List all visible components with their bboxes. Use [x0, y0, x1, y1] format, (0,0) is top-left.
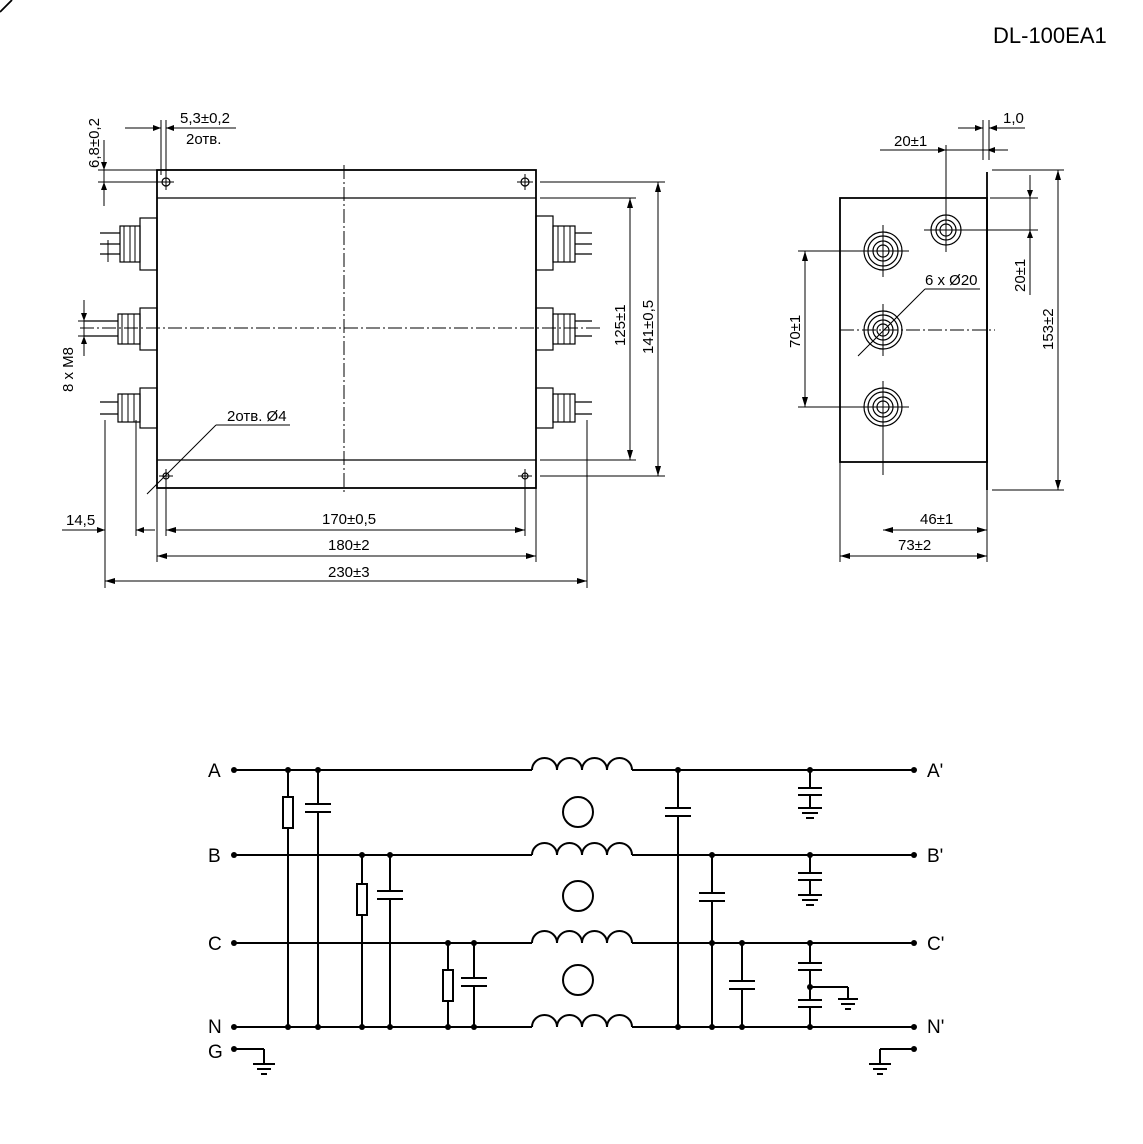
ground-input	[234, 1048, 275, 1075]
terminal-right-2	[535, 307, 592, 351]
dim-left-offset-label: 14,5	[66, 512, 95, 529]
dim-studs: 6 x Ø20	[857, 272, 980, 357]
dim-70: 70±1	[787, 250, 880, 408]
dim-180-label: 180±2	[328, 537, 370, 554]
dim-46: 46±1	[883, 490, 988, 562]
dim-terminals: 8 x M8	[60, 300, 100, 392]
dim-153-label: 153±2	[1040, 308, 1057, 350]
terminals-right	[535, 215, 592, 429]
dim-230: 230±3	[105, 420, 588, 588]
dim-180: 180±2	[156, 488, 537, 562]
choke-winding-a	[531, 757, 633, 771]
dim-125-label: 125±1	[612, 304, 629, 346]
side-view: 20±1 1,0 20±1 6 x Ø20	[787, 110, 1064, 562]
dim-studs-label: 6 x Ø20	[925, 272, 978, 289]
dim-125: 125±1	[540, 197, 636, 461]
dim-170: 170±0,5	[165, 480, 526, 536]
terminal-left-3	[100, 387, 158, 429]
input-b-label: B	[208, 846, 221, 867]
ground-output	[869, 1048, 914, 1075]
input-g-label: G	[208, 1042, 223, 1063]
dim-230-label: 230±3	[328, 564, 370, 581]
dim-73: 73±2	[839, 462, 987, 562]
mounting-hole-top-right	[517, 174, 533, 190]
dim-1-0: 1,0	[958, 110, 1025, 160]
input-c-label: C	[208, 934, 222, 955]
input-a-label: A	[208, 761, 221, 782]
dim-1-0-label: 1,0	[1003, 110, 1024, 127]
resistor-c	[442, 969, 454, 1002]
choke-winding-b	[531, 842, 633, 856]
stud-upper-right	[924, 145, 1038, 252]
input-rc-c	[442, 940, 487, 1030]
dim-20-top: 20±1	[880, 133, 1008, 153]
output-x-caps	[665, 767, 755, 1030]
corner-mark	[0, 0, 13, 13]
y-cap-c-n	[798, 940, 858, 1030]
output-b-label: B'	[927, 846, 943, 867]
dim-hole-offset: 6,8±0,2	[86, 118, 162, 206]
dim-46-label: 46±1	[920, 511, 953, 528]
stud-middle	[863, 304, 903, 356]
schematic: A B C N G A' B' C' N'	[208, 757, 944, 1075]
dim-hole-big-label: 2отв. Ø4	[227, 408, 287, 425]
output-n-label: N'	[927, 1017, 944, 1038]
input-rc-b	[356, 852, 403, 1030]
choke-core-1	[562, 796, 594, 828]
choke-core-2	[562, 880, 594, 912]
terminal-right-3	[535, 387, 592, 429]
y-cap-b	[798, 852, 822, 906]
dim-hole-big: 2отв. Ø4	[146, 408, 290, 495]
choke-winding-c	[531, 930, 633, 944]
dim-153: 153±2	[992, 169, 1064, 491]
dim-terminals-label: 8 x M8	[60, 347, 77, 392]
choke-core-3	[562, 964, 594, 996]
terminal-dots	[231, 767, 917, 1052]
dim-hole-small: 5,3±0,2 2отв.	[125, 110, 236, 175]
y-cap-a	[798, 767, 822, 819]
terminal-right-1	[535, 215, 592, 271]
dim-hole-offset-label: 6,8±0,2	[86, 118, 103, 168]
terminal-left-1	[100, 217, 158, 271]
output-c-label: C'	[927, 934, 944, 955]
terminals-left	[84, 217, 158, 429]
dim-170-label: 170±0,5	[322, 511, 376, 528]
dim-73-label: 73±2	[898, 537, 931, 554]
dim-20-right: 20±1	[990, 175, 1038, 295]
dim-20-top-label: 20±1	[894, 133, 927, 150]
stud-lower	[857, 381, 909, 475]
output-a-label: A'	[927, 761, 943, 782]
terminal-left-2	[84, 307, 158, 351]
resistor-a	[282, 796, 294, 829]
dim-20-right-label: 20±1	[1012, 259, 1029, 292]
dim-141: 141±0,5	[540, 181, 665, 477]
dim-left-offset: 14,5	[62, 420, 155, 588]
choke-winding-n	[531, 1014, 633, 1028]
front-view: 5,3±0,2 2отв. 6,8±0,2 8 x M8 2отв. Ø4	[60, 110, 665, 588]
dim-70-label: 70±1	[787, 315, 804, 348]
input-n-label: N	[208, 1017, 222, 1038]
dim-141-label: 141±0,5	[640, 300, 657, 354]
model-title: DL-100EA1	[993, 23, 1107, 48]
dim-hole-small-label: 5,3±0,2	[180, 110, 230, 127]
resistor-b	[356, 883, 368, 916]
housing-outline	[156, 169, 537, 489]
input-rc-a	[282, 767, 331, 1030]
dim-hole-small-count: 2отв.	[186, 131, 221, 148]
